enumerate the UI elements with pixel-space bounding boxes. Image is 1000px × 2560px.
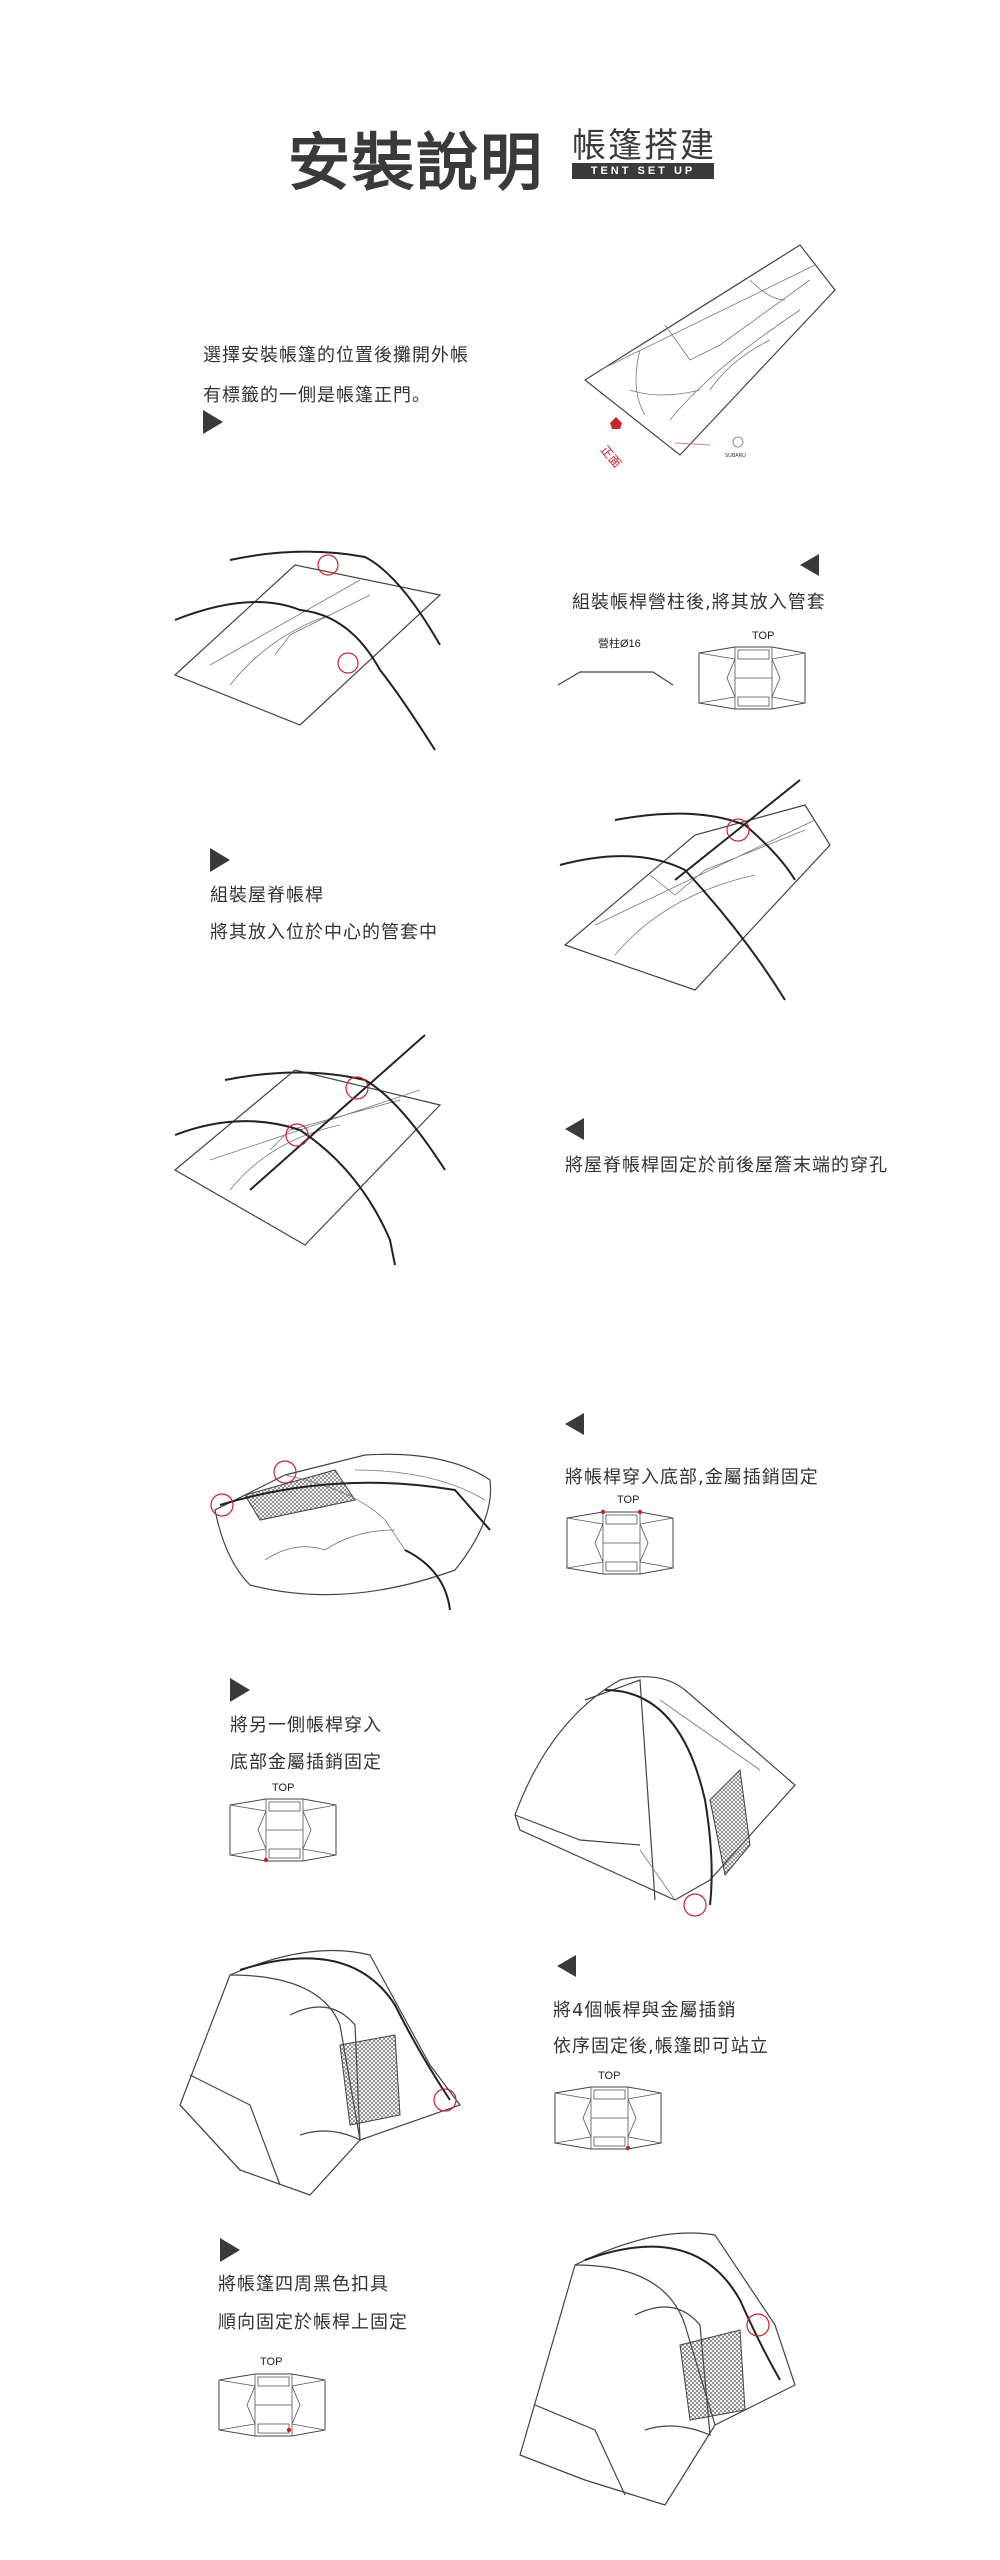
arrow-left-icon — [565, 1118, 584, 1140]
brand-label: SUBARU — [725, 453, 746, 459]
top-view-diagram — [565, 1509, 675, 1580]
step4-ridge-fixed-illustration — [173, 1034, 446, 1266]
subtitle-en-badge: TENT SET UP — [572, 163, 714, 179]
step4-line1: 將屋脊帳桿固定於前後屋簷末端的穿孔 — [565, 1155, 888, 1176]
top-view-diagram — [553, 2085, 663, 2155]
arrow-right-icon — [230, 1678, 250, 1702]
top-label: TOP — [272, 1782, 295, 1794]
top-view-diagram — [697, 645, 807, 715]
top-label: TOP — [752, 630, 775, 642]
pin-marker — [625, 2145, 631, 2151]
front-marker-icon — [610, 417, 622, 429]
top-label: TOP — [260, 2356, 283, 2368]
arrow-left-icon — [565, 1413, 584, 1435]
step8-line2: 順向固定於帳桿上固定 — [218, 2312, 408, 2333]
page-subtitle: 帳篷搭建 — [572, 126, 716, 166]
pole-illustration — [557, 671, 674, 686]
step6-line1: 將另一側帳桿穿入 — [230, 1715, 382, 1736]
top-view-diagram — [217, 2372, 327, 2442]
pin-marker — [286, 2427, 292, 2433]
subaru-logo-icon — [732, 436, 744, 448]
top-view-diagram — [228, 1797, 338, 1867]
step2-tent-poles-illustration — [173, 550, 442, 751]
step6-tent-rising-illustration — [514, 1676, 796, 1917]
top-label: TOP — [617, 1494, 640, 1506]
step8-line1: 將帳篷四周黑色扣具 — [218, 2274, 389, 2295]
pin-marker — [637, 1509, 643, 1515]
step7-standing-tent-illustration — [179, 1949, 461, 2196]
step7-line2: 依序固定後,帳篷即可站立 — [553, 2036, 769, 2057]
step3-ridge-pole-illustration — [559, 779, 831, 1001]
step1-flat-tent-illustration: 正面 SUBARU — [583, 244, 836, 470]
pin-marker — [263, 1857, 269, 1863]
arrow-right-icon — [203, 410, 223, 434]
pin-marker — [600, 1509, 606, 1515]
step8-finished-tent-illustration — [519, 2232, 796, 2506]
step5-line1: 將帳桿穿入底部,金屬插銷固定 — [565, 1467, 819, 1488]
step3-line2: 將其放入位於中心的管套中 — [210, 922, 438, 943]
front-label: 正面 — [598, 443, 624, 470]
step1-line2: 有標籤的一側是帳篷正門。 — [203, 385, 431, 406]
arrow-left-icon — [800, 554, 819, 576]
top-label: TOP — [598, 2070, 621, 2082]
step7-line1: 將4個帳桿與金屬插銷 — [553, 2000, 737, 2021]
pole-label: 營柱Ø16 — [598, 638, 641, 650]
arrow-left-icon — [557, 1955, 576, 1977]
page-title: 安裝說明 — [288, 126, 545, 199]
step6-line2: 底部金屬插銷固定 — [230, 1752, 382, 1773]
arrow-right-icon — [210, 848, 230, 872]
step3-line1: 組裝屋脊帳桿 — [210, 885, 324, 906]
step2-line1: 組裝帳桿營柱後,將其放入管套 — [572, 592, 826, 613]
step1-line1: 選擇安裝帳篷的位置後攤開外帳 — [203, 345, 469, 366]
step5-pole-pin-illustration — [210, 1453, 492, 1611]
arrow-right-icon — [220, 2238, 240, 2262]
